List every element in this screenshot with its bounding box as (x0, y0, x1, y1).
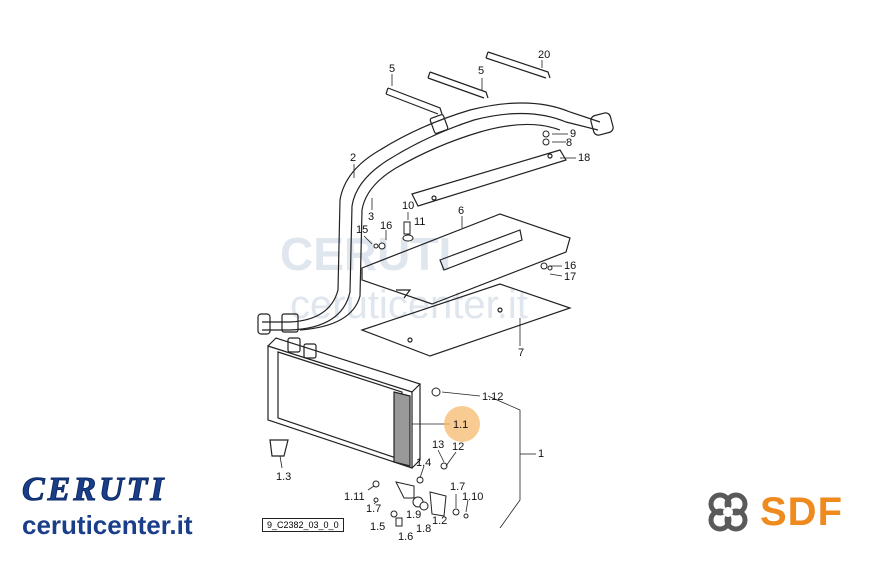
small-hardware (372, 130, 553, 527)
brand-name: CERUTI (22, 471, 167, 508)
sdf-logo: SDF (704, 488, 843, 536)
label-1-11: 1.11 (344, 491, 365, 503)
leader-lines (279, 60, 576, 529)
bracket-parts (385, 51, 551, 115)
label-16-right: 16 (564, 260, 576, 272)
hose-pipe (257, 102, 614, 335)
sdf-swirl-icon (708, 492, 748, 532)
label-16-top: 16 (380, 220, 392, 232)
label-2: 2 (350, 152, 356, 164)
label-1-10: 1.10 (462, 491, 483, 503)
bracket-1-3 (269, 439, 289, 457)
label-6: 6 (458, 205, 464, 217)
oil-cooler (267, 337, 422, 469)
ceruti-logo: CERUTI ceruticenter.it (22, 471, 193, 541)
watermark: CERUTI ceruticenter.it (280, 228, 528, 327)
bracket-6 (361, 213, 571, 305)
label-1-7-right: 1.7 (450, 481, 465, 493)
label-1-7-left: 1.7 (366, 503, 381, 515)
reference-code: 9_C2382_03_0_0 (262, 518, 344, 532)
label-18: 18 (578, 152, 590, 164)
label-1-2: 1.2 (432, 515, 447, 527)
label-1-9: 1.9 (406, 509, 421, 521)
label-1-5: 1.5 (370, 521, 385, 533)
plate-18 (411, 149, 567, 207)
highlight-circle (444, 406, 480, 442)
label-15: 15 (356, 224, 368, 236)
label-10: 10 (402, 200, 414, 212)
plate-7 (360, 283, 572, 357)
label-1-6: 1.6 (398, 531, 413, 543)
label-1-1: 1.1 (453, 419, 468, 431)
label-1: 1 (538, 448, 544, 460)
part-labels: 20 5 5 9 8 18 2 3 10 11 6 15 16 16 17 7 … (276, 49, 590, 543)
label-1-12: 1.12 (482, 391, 503, 403)
label-5-left: 5 (389, 63, 395, 75)
label-17: 17 (564, 271, 576, 283)
label-7: 7 (518, 347, 524, 359)
label-8: 8 (566, 137, 572, 149)
label-1-3: 1.3 (276, 471, 291, 483)
brand-url: ceruticenter.it (22, 510, 193, 540)
label-5-right: 5 (478, 65, 484, 77)
label-11: 11 (414, 216, 425, 228)
sdf-text: SDF (760, 489, 843, 534)
watermark-brand: CERUTI (280, 228, 451, 280)
label-12: 12 (452, 441, 464, 453)
label-3: 3 (368, 211, 374, 223)
label-9: 9 (570, 128, 576, 140)
label-20: 20 (538, 49, 550, 61)
label-1-8: 1.8 (416, 523, 431, 535)
label-13: 13 (432, 439, 444, 451)
label-1-4: 1.4 (416, 457, 431, 469)
